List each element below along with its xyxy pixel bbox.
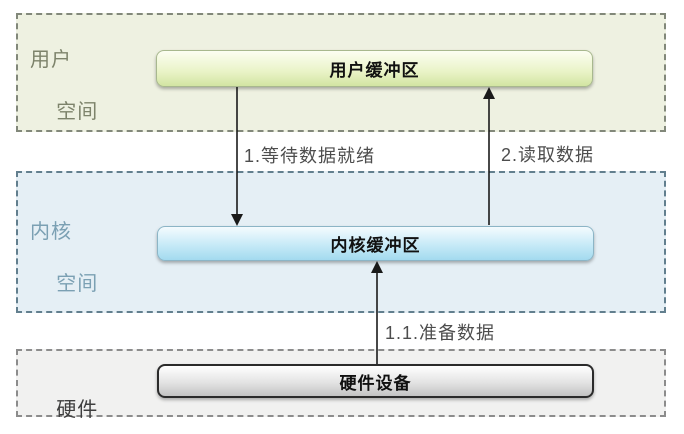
kernel-buffer-box: 内核缓冲区 bbox=[157, 226, 594, 261]
read-data-arrow-label: 2.读取数据 bbox=[501, 145, 595, 165]
hardware-device-box: 硬件设备 bbox=[157, 364, 594, 398]
user-space-label: 用户 空间 bbox=[30, 47, 98, 151]
prepare-data-arrow-label: 1.1.准备数据 bbox=[385, 323, 496, 343]
hardware-label-line1: 硬件 bbox=[56, 399, 99, 421]
kernel-space-label-line1: 内核 bbox=[30, 221, 72, 243]
kernel-buffer-label: 内核缓冲区 bbox=[330, 236, 421, 255]
user-buffer-label: 用户缓冲区 bbox=[329, 61, 420, 80]
user-space-label-line2: 空间 bbox=[56, 101, 99, 123]
kernel-space-label: 内核 空间 bbox=[30, 219, 98, 323]
hardware-device-label: 硬件设备 bbox=[339, 373, 412, 393]
hardware-label: 硬件 bbox=[30, 371, 98, 434]
kernel-space-label-line2: 空间 bbox=[56, 273, 99, 295]
user-buffer-box: 用户缓冲区 bbox=[156, 50, 593, 87]
wait-data-arrow-label: 1.等待数据就绪 bbox=[244, 146, 376, 166]
user-space-label-line1: 用户 bbox=[30, 49, 72, 71]
